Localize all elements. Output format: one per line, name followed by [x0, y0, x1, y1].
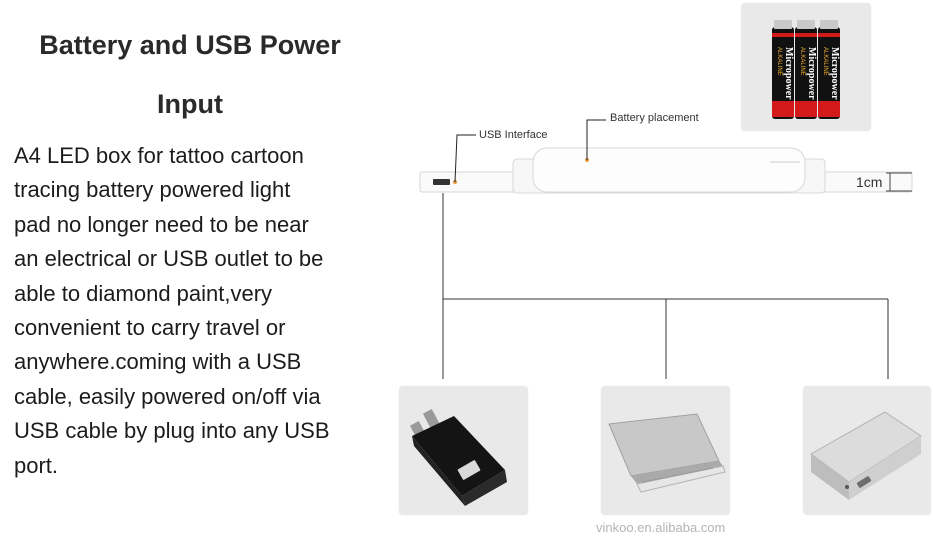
page-title-line2: Input [157, 89, 223, 119]
battery-type-1: ALKALINE [776, 47, 782, 76]
product-description: A4 LED box for tattoo cartoon tracing ba… [14, 143, 330, 478]
power-bank-icon [810, 411, 922, 500]
usb-port [433, 179, 450, 185]
battery-compartment [532, 147, 806, 193]
usb-interface-label: USB Interface [479, 129, 548, 141]
battery-type-3: ALKALINE [822, 47, 828, 76]
battery-brand-1: Micropower [783, 47, 794, 100]
thickness-label: 1cm [856, 174, 883, 190]
wall-charger-tile [399, 386, 528, 515]
power-bank-tile [803, 386, 931, 515]
laptop-tile [601, 386, 730, 515]
page-title: Battery and USB Power [39, 30, 341, 60]
laptop-icon [608, 413, 726, 493]
battery-brand-3: Micropower [829, 47, 840, 100]
aaa-batteries-icon: Micropower Micropower Micropower ALKALIN… [772, 20, 840, 119]
batteries-tile: Micropower Micropower Micropower ALKALIN… [741, 3, 871, 131]
battery-placement-label: Battery placement [610, 112, 699, 124]
battery-brand-2: Micropower [806, 47, 817, 100]
watermark: vinkoo.en.alibaba.com [596, 520, 726, 535]
battery-type-2: ALKALINE [799, 47, 805, 76]
wall-charger-icon [409, 409, 507, 506]
